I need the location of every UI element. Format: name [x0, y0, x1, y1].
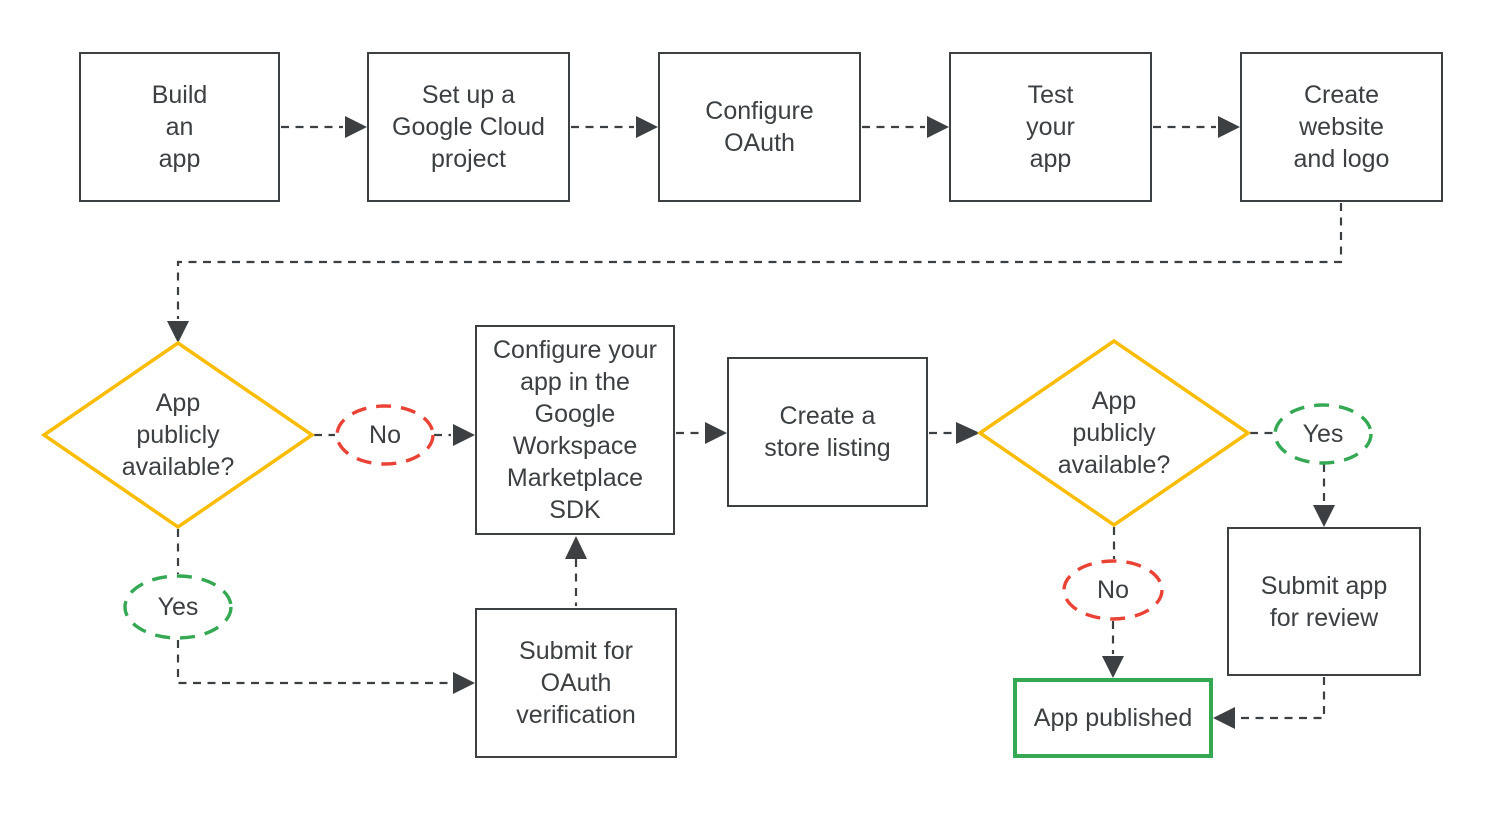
connector-no-to-sdk — [434, 424, 475, 446]
node-label: Yes — [157, 593, 199, 621]
branch-yes-right-shape — [1273, 403, 1373, 465]
node-label: Submit for OAuth verification — [516, 637, 636, 729]
connector-no-to-published — [1102, 621, 1124, 678]
connector-yes-to-review — [1313, 464, 1335, 527]
node-label: No — [369, 421, 401, 449]
branch-no-left-shape — [335, 404, 435, 466]
branch-yes-right-label: Yes — [1275, 405, 1371, 463]
connector-build-to-setup — [281, 116, 367, 138]
node-label: App publicly available? — [121, 389, 235, 481]
arrowhead-right-icon — [636, 116, 658, 138]
decision-right-label: App publicly available? — [994, 360, 1234, 506]
node-label: Submit app for review — [1260, 571, 1388, 632]
node-label: Build an app — [151, 81, 208, 173]
arrowhead-down-icon — [167, 321, 189, 343]
arrowhead-right-icon — [345, 116, 367, 138]
node-submit-app-for-review: Submit app for review — [1227, 527, 1421, 676]
connector-store-to-decision-right — [929, 422, 980, 444]
arrowhead-down-icon — [1313, 505, 1335, 527]
node-label: No — [1097, 576, 1129, 604]
connector-test-to-website — [1153, 116, 1240, 138]
node-label: Set up a Google Cloud project — [392, 81, 545, 173]
arrowhead-left-icon — [1213, 707, 1235, 729]
node-configure-marketplace-sdk: Configure your app in the Google Workspa… — [475, 325, 675, 535]
arrowhead-right-icon — [453, 672, 475, 694]
branch-yes-left-label: Yes — [125, 576, 231, 638]
node-create-store-listing: Create a store listing — [727, 357, 928, 507]
branch-no-left-label: No — [337, 406, 433, 464]
connector-review-to-published — [1213, 677, 1326, 729]
node-app-published: App published — [1013, 678, 1213, 758]
branch-no-right-shape — [1062, 559, 1164, 621]
connector-setup-to-oauth — [571, 116, 658, 138]
node-label: Create a store listing — [764, 402, 891, 462]
arrowhead-right-icon — [705, 422, 727, 444]
node-label: App published — [1033, 704, 1193, 732]
connector-sdk-to-store — [676, 422, 727, 444]
connector-yes-to-submit-oauth — [176, 640, 475, 694]
node-setup-google-cloud-project: Set up a Google Cloud project — [367, 52, 570, 202]
branch-yes-left-shape — [123, 574, 233, 640]
dashed-line — [176, 203, 1343, 319]
arrowhead-up-icon — [565, 536, 587, 559]
connector-website-to-decision-left — [167, 203, 1343, 343]
decision-right-shape — [976, 338, 1252, 528]
arrowhead-right-icon — [956, 422, 980, 444]
node-submit-oauth-verification: Submit for OAuth verification — [475, 608, 677, 758]
node-label: Test your app — [1026, 81, 1075, 173]
arrowhead-right-icon — [1218, 116, 1240, 138]
node-label: Configure OAuth — [705, 97, 814, 157]
decision-left-label: App publicly available? — [58, 362, 298, 508]
node-label: Create website and logo — [1293, 81, 1390, 173]
connector-oauth-to-test — [862, 116, 949, 138]
node-label: Configure your app in the Google Workspa… — [493, 336, 657, 524]
node-label: Yes — [1302, 420, 1344, 448]
node-configure-oauth: Configure OAuth — [658, 52, 861, 202]
arrowhead-down-icon — [1102, 656, 1124, 678]
dashed-line — [176, 640, 451, 685]
connector-submit-oauth-to-sdk — [565, 536, 587, 606]
arrowhead-right-icon — [927, 116, 949, 138]
node-label: App publicly available? — [1057, 387, 1171, 479]
node-create-website-and-logo: Create website and logo — [1240, 52, 1443, 202]
node-test-your-app: Test your app — [949, 52, 1152, 202]
dashed-line — [1237, 677, 1326, 720]
branch-no-right-label: No — [1065, 561, 1161, 619]
decision-left-shape — [40, 340, 316, 530]
arrowhead-right-icon — [453, 424, 475, 446]
node-build-an-app: Build an app — [79, 52, 280, 202]
